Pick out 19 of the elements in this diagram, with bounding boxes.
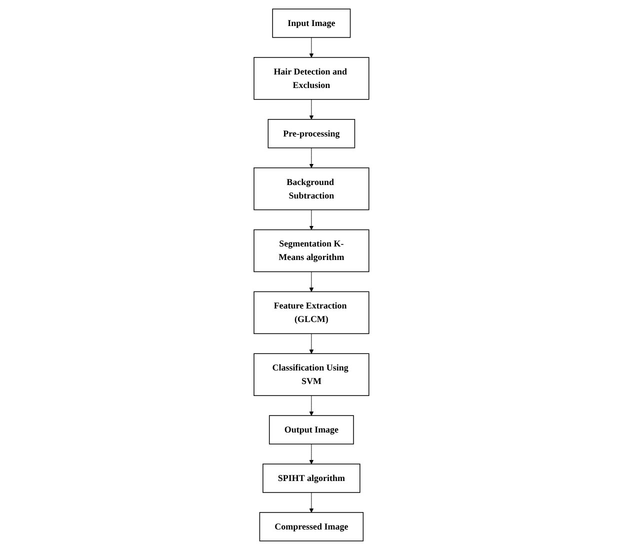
node-box: Compressed Image bbox=[259, 512, 364, 542]
node-box: Background Subtraction bbox=[254, 167, 370, 210]
arrow bbox=[309, 444, 314, 464]
arrow bbox=[309, 37, 314, 58]
arrow bbox=[309, 333, 314, 354]
arrow bbox=[309, 210, 314, 230]
node-box: Input Image bbox=[272, 8, 351, 38]
node-box: Output Image bbox=[269, 415, 354, 444]
node-box: Feature Extraction (GLCM) bbox=[254, 291, 370, 334]
node-box: Classification Using SVM bbox=[254, 353, 370, 396]
arrow bbox=[309, 148, 314, 168]
arrow bbox=[309, 395, 314, 416]
node-box: SPIHT algorithm bbox=[262, 464, 360, 493]
node-box: Segmentation K-Means algorithm bbox=[254, 229, 370, 272]
arrow bbox=[309, 492, 314, 513]
node-box: Hair Detection and Exclusion bbox=[254, 57, 370, 100]
arrow bbox=[309, 272, 314, 292]
node-box: Pre-processing bbox=[268, 119, 356, 148]
arrow bbox=[309, 99, 314, 120]
